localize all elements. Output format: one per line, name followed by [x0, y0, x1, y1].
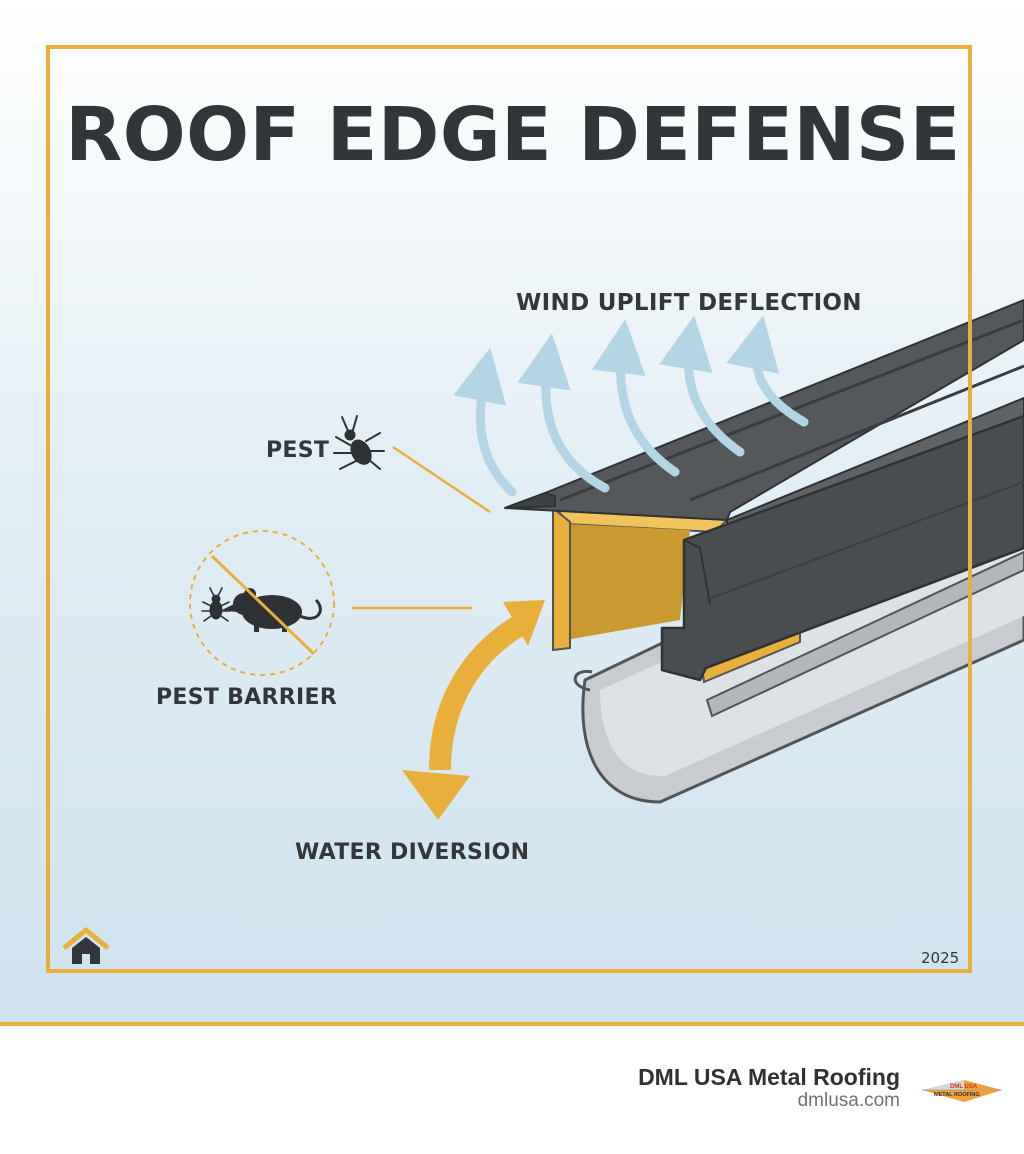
year-label: 2025 — [921, 949, 960, 967]
wind-arrow-icon — [453, 347, 517, 497]
roof-front-lip — [504, 491, 556, 509]
water-arrow-icon — [429, 612, 531, 771]
wind-arrow-icon — [517, 333, 610, 493]
wind-uplift-label: WIND UPLIFT DEFLECTION — [516, 290, 862, 316]
roof-edge-illustration — [189, 299, 1024, 820]
pest-pointer-line — [392, 445, 491, 514]
roof-edge-metal — [504, 299, 1024, 682]
wind-arrow-icon — [726, 315, 809, 427]
no-entry-icon — [189, 530, 335, 676]
fascia-edge — [683, 539, 711, 605]
water-diversion-label: WATER DIVERSION — [295, 840, 530, 865]
flashing-vertical-face — [552, 505, 571, 652]
gutter-back-lip — [705, 550, 1024, 718]
pest-barrier-label: PEST BARRIER — [156, 685, 338, 710]
water-arrow-head-down — [402, 770, 470, 820]
bug-icon — [333, 415, 385, 470]
brand-logo-icon: DML USA METAL ROOFING — [922, 1080, 1002, 1102]
water-arrow-head-up — [503, 600, 545, 646]
wind-arrow-icon — [659, 315, 745, 457]
logo-text-top: DML USA — [950, 1084, 978, 1090]
rat-icon — [222, 588, 322, 632]
page-title: ROOF EDGE DEFENSE — [65, 92, 961, 178]
logo-text-bottom: METAL ROOFING — [934, 1092, 980, 1098]
footer-divider — [0, 1022, 1024, 1026]
wind-arrow-icon — [591, 319, 680, 477]
brand-url[interactable]: dmlusa.com — [797, 1090, 900, 1111]
gutter-front-bead — [573, 669, 593, 692]
infographic-poster: ROOF EDGE DEFENSE WIND UPLIFT DEFLECTION… — [0, 0, 1024, 1026]
bug-icon — [201, 587, 231, 622]
fascia-face — [660, 414, 1024, 682]
water-diversion-arrow — [402, 600, 545, 820]
footer: DML USA Metal Roofing dmlusa.com DML USA… — [0, 1026, 1024, 1154]
brand-name: DML USA Metal Roofing — [638, 1064, 900, 1090]
flashing-shadow-face — [566, 524, 690, 640]
pest-label: PEST — [266, 438, 330, 463]
wind-arrows — [453, 315, 809, 497]
home-icon — [62, 927, 110, 964]
